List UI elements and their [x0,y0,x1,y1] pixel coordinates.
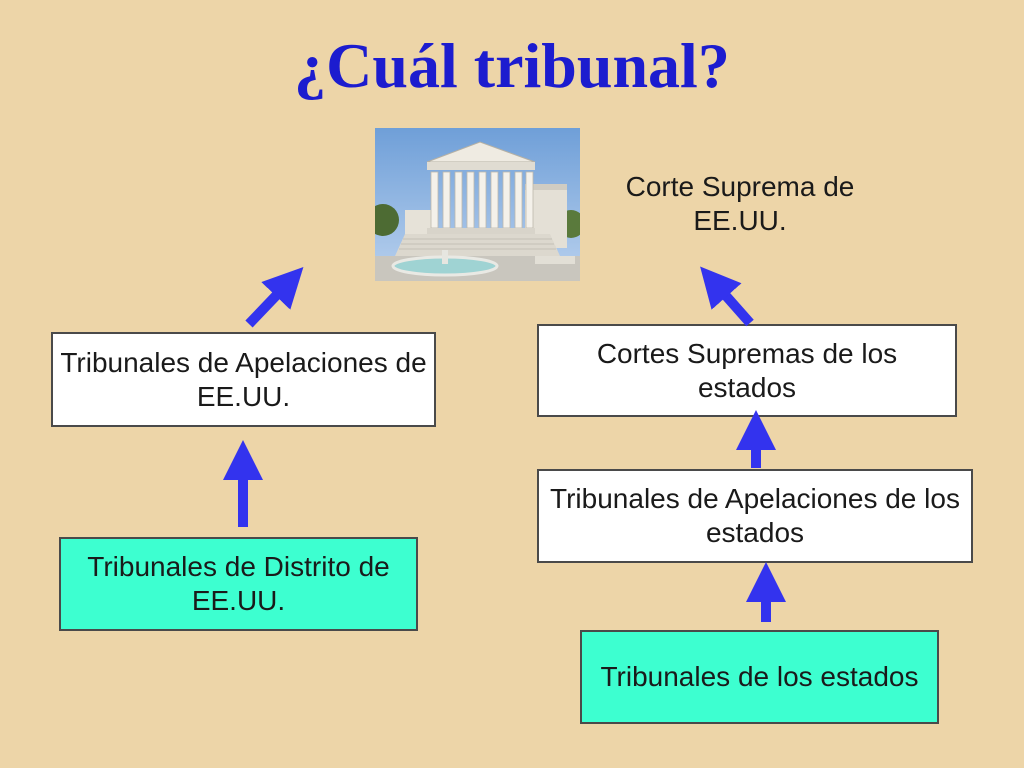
slide-title: ¿Cuál tribunal? [294,30,730,101]
state-supreme-label: Cortes Supremas de los estados [596,337,898,403]
state-trial-label: Tribunales de los estados [600,661,919,693]
state-trial-box: Tribunales de los estados [580,630,939,724]
supreme-court-building-photo [375,128,580,281]
supreme-court-label: Corte Suprema de EE.UU. [625,171,855,236]
federal-appeals-label: Tribunales de Apelaciones de EE.UU. [60,346,427,412]
arrow-icon [245,266,304,328]
state-appeals-label: Tribunales de Apelaciones de los estados [550,483,960,548]
federal-district-box: Tribunales de Distrito de EE.UU. [59,537,418,631]
federal-appeals-box: Tribunales de Apelaciones de EE.UU. [51,332,436,427]
state-appeals-box: Tribunales de Apelaciones de los estados [537,469,973,563]
arrow-icon [700,266,754,327]
federal-district-label: Tribunales de Distrito de EE.UU. [87,551,390,616]
